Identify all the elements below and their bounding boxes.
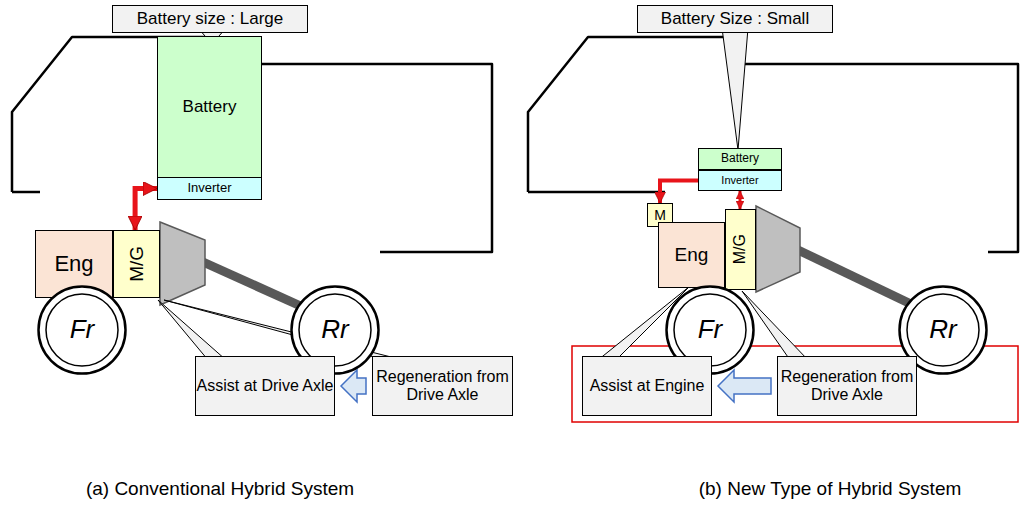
node-label: Regeneration from Drive Axle	[373, 368, 512, 405]
cab-bottom	[12, 191, 40, 194]
figure-caption: (b) New Type of Hybrid System	[699, 478, 962, 499]
hollow-arrow	[341, 370, 366, 402]
node-label: Battery	[183, 97, 237, 117]
power-flow-arrow	[739, 191, 742, 209]
power-flow-arrow	[660, 181, 698, 203]
inverter-box: Inverter	[157, 177, 262, 200]
callout-tail	[722, 28, 748, 150]
callout-box: Assist at Engine	[582, 356, 712, 416]
node-label: Eng	[54, 251, 93, 276]
node-label: Battery	[721, 152, 759, 166]
wheel-hub	[907, 294, 979, 366]
battery-box: Battery	[698, 148, 782, 170]
cab-bottom	[528, 191, 665, 194]
wheel-label: Fr	[70, 315, 95, 345]
node-label: M/G	[731, 234, 749, 264]
node-label: Battery size : Large	[137, 9, 283, 29]
caption-holder: (a) Conventional Hybrid System	[0, 478, 440, 500]
node-label: Battery Size : Small	[661, 9, 809, 29]
figure-caption: (a) Conventional Hybrid System	[86, 478, 354, 499]
callout-box: Battery size : Large	[112, 5, 308, 33]
drive-shaft	[203, 262, 305, 308]
transmission	[756, 206, 800, 292]
wheel-hub	[46, 294, 118, 366]
node-label: Assist at Engine	[590, 377, 705, 395]
callout-tail	[158, 300, 226, 360]
hollow-arrow	[718, 370, 771, 402]
wheel-label: Fr	[698, 315, 723, 345]
callout-box: Battery Size : Small	[637, 5, 833, 33]
battery-box: Battery	[157, 36, 262, 178]
callout-box: Assist at Drive Axle	[195, 356, 335, 416]
engine-box: Eng	[658, 222, 725, 288]
motor-generator-box: M/G	[725, 209, 756, 290]
wheel-circle: Fr	[37, 285, 127, 375]
power-flow-arrow	[135, 189, 157, 231]
node-label: M	[654, 207, 666, 223]
truck-outline	[12, 37, 492, 252]
caption-holder: (b) New Type of Hybrid System	[610, 478, 1024, 500]
node-label: Assist at Drive Axle	[197, 377, 334, 395]
callout-box: Regeneration from Drive Axle	[777, 356, 917, 416]
callout-box: Regeneration from Drive Axle	[372, 356, 513, 416]
wheel-label: Rr	[321, 315, 348, 345]
node-label: Eng	[675, 244, 709, 266]
transmission	[160, 222, 205, 305]
node-label: Regeneration from Drive Axle	[778, 368, 916, 405]
node-label: Inverter	[721, 174, 758, 187]
node-label: Inverter	[187, 181, 231, 196]
inverter-box: Inverter	[698, 170, 782, 191]
node-label: M/G	[126, 246, 148, 282]
wheel-rim	[39, 287, 126, 374]
wheel-label: Rr	[929, 315, 956, 345]
drive-shaft	[798, 250, 913, 305]
motor-generator-box: M/G	[113, 230, 160, 298]
